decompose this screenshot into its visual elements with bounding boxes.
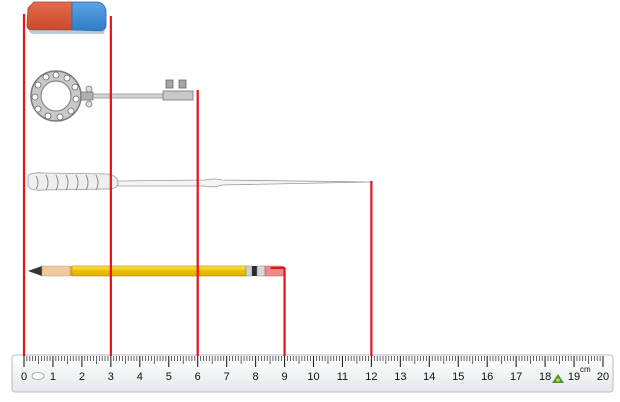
measurement-lines [22,14,373,356]
ruler-label: 5 [166,371,172,383]
ruler-label: 20 [597,371,609,383]
ruler-label: 12 [365,371,377,383]
ruler-label: 7 [224,371,230,383]
ruler-label: 11 [337,371,348,383]
ruler-unit-label: cm [580,365,591,374]
ruler-label: 18 [539,371,551,383]
ruler-logo-icon [552,374,564,383]
eraser [26,1,107,34]
key [30,70,194,122]
ruler-label: 4 [137,371,143,383]
ruler-label: 15 [452,371,464,383]
ruler-label: 0 [21,371,27,383]
ruler-ticks [23,356,604,367]
ruler-label: 3 [108,371,114,383]
needle [27,172,372,191]
ruler-hole-icon [31,372,45,380]
ruler-label: 6 [195,371,201,383]
ruler-label: 10 [307,371,319,383]
ruler-label: 9 [281,371,287,383]
ruler-label: 16 [481,371,493,383]
ruler-label: 2 [79,371,85,383]
ruler-label: 19 [568,371,580,383]
ruler-label: 14 [423,371,435,383]
ruler-label: 8 [253,371,259,383]
ruler-label: 13 [394,371,406,383]
pencil [28,265,286,277]
ruler-label: 17 [510,371,522,383]
ruler-label: 1 [50,371,56,383]
